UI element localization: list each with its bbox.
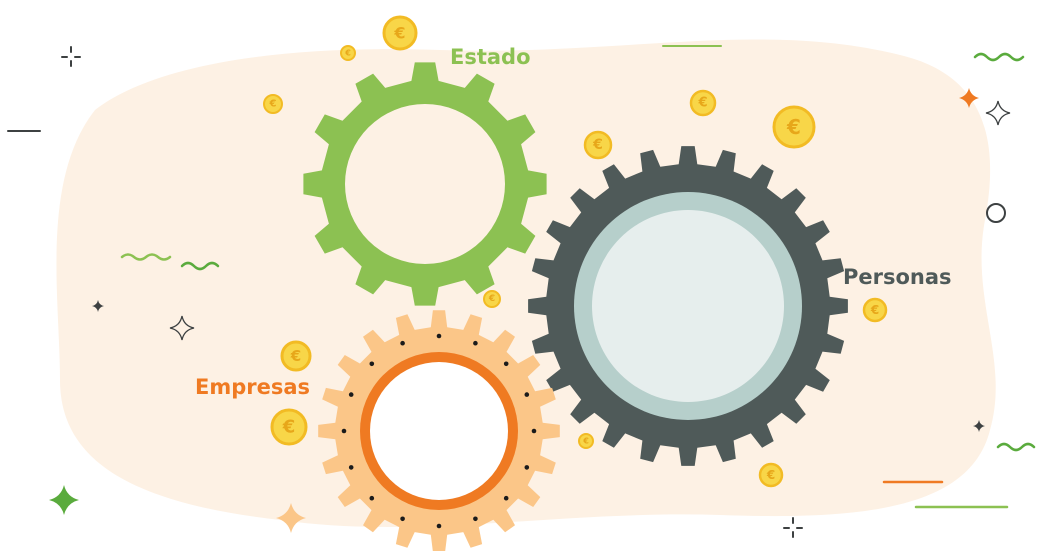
sparkle-icon xyxy=(92,300,104,312)
personas-label: Personas xyxy=(843,265,952,289)
sparkle-icon xyxy=(973,420,985,432)
gear-dot xyxy=(369,495,375,501)
personas-gear xyxy=(528,146,848,466)
empresas-gear-dots xyxy=(341,333,537,529)
sparkle-icon xyxy=(169,315,195,341)
coin-symbol: € xyxy=(697,96,707,111)
euro-coin-icon: € xyxy=(758,462,784,488)
gear-dot xyxy=(503,495,509,501)
decorations xyxy=(7,45,1036,538)
wave-icon xyxy=(973,52,1025,62)
gear-dot xyxy=(400,516,405,522)
empresas-label: Empresas xyxy=(195,375,310,399)
coin-symbol: € xyxy=(582,437,589,446)
gear-dot xyxy=(473,340,478,346)
gear-dot xyxy=(503,361,509,367)
gear-dot xyxy=(369,361,375,367)
ring-icon xyxy=(986,203,1006,223)
sparkle-icon xyxy=(49,485,79,515)
gear-dot xyxy=(436,333,442,339)
sparkle-icon xyxy=(985,100,1011,126)
crosshair-icon xyxy=(783,517,803,538)
gear-dot xyxy=(524,392,530,397)
gear-dot xyxy=(400,340,405,346)
coin-group: € € € € € € € € € € € € xyxy=(263,15,888,488)
euro-coin-icon: € xyxy=(689,89,717,117)
personas-gear-center xyxy=(592,210,784,402)
euro-coin-icon: € xyxy=(578,433,594,449)
empresas-gear xyxy=(318,310,560,551)
gear-dot xyxy=(436,523,442,529)
sparkle-icon xyxy=(276,503,306,533)
crosshair-icon xyxy=(61,46,81,67)
estado-label: Estado xyxy=(450,45,531,69)
coin-symbol: € xyxy=(344,49,351,58)
coin-symbol: € xyxy=(269,99,277,110)
wave-icon xyxy=(120,253,172,261)
coin-symbol: € xyxy=(290,347,301,365)
estado-gear-body xyxy=(303,62,547,306)
gear-dot xyxy=(531,428,537,434)
sparkle-icon xyxy=(959,88,979,108)
gear-dot xyxy=(524,465,530,470)
estado-gear xyxy=(303,62,547,306)
euro-coin-icon: € xyxy=(263,94,283,114)
euro-coin-icon: € xyxy=(583,130,613,160)
coin-symbol: € xyxy=(393,24,405,43)
euro-coin-icon: € xyxy=(270,408,308,446)
euro-coin-icon: € xyxy=(382,15,418,51)
euro-coin-icon: € xyxy=(340,45,356,61)
wave-icon xyxy=(996,442,1036,452)
empresas-gear-center xyxy=(370,362,508,500)
gear-dot xyxy=(348,392,354,397)
coin-symbol: € xyxy=(870,303,879,317)
coin-symbol: € xyxy=(786,115,801,139)
euro-coin-icon: € xyxy=(280,340,312,372)
gear-dot xyxy=(473,516,478,522)
coin-symbol: € xyxy=(592,137,603,153)
coin-symbol: € xyxy=(488,294,495,304)
euro-coin-icon: € xyxy=(483,290,501,308)
gear-dot xyxy=(348,465,354,470)
wave-icon xyxy=(180,261,220,271)
coin-symbol: € xyxy=(766,468,775,482)
euro-coin-icon: € xyxy=(772,105,816,149)
coin-symbol: € xyxy=(282,417,296,438)
gear-dot xyxy=(341,428,347,434)
euro-coin-icon: € xyxy=(862,297,888,323)
